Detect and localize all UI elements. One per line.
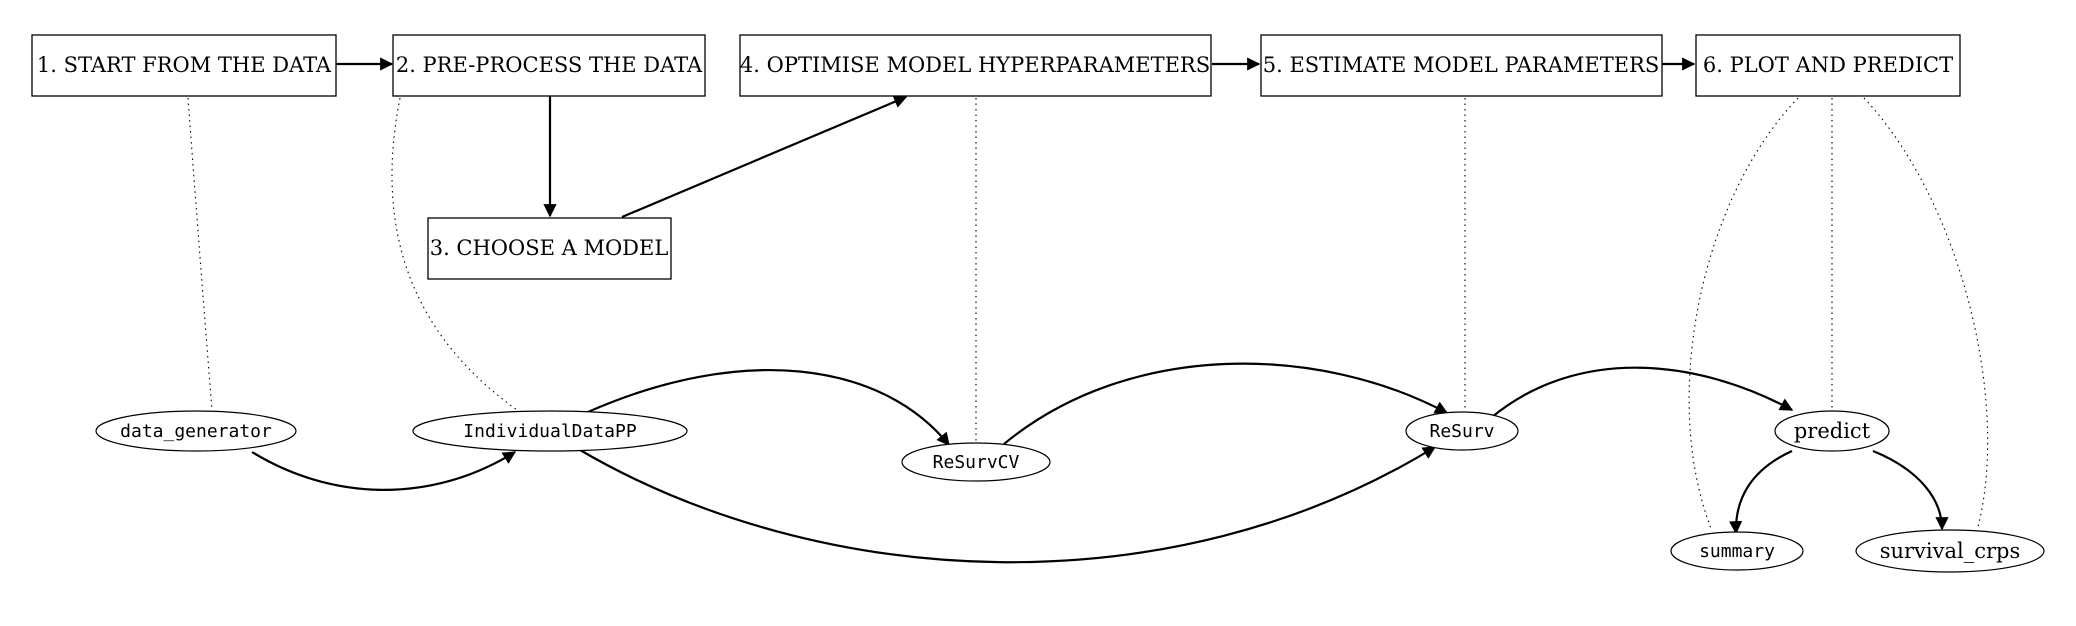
step-arrows	[336, 57, 1696, 219]
function-resurv-node	[1405, 411, 1519, 451]
function-summary: summary	[1670, 531, 1804, 571]
function-individual-data-pp-label: IndividualDataPP	[463, 421, 637, 442]
link-plot-predict-to-survival-crps	[1863, 97, 1989, 528]
arrow-resurv-cv-to-resurv	[1003, 362, 1449, 445]
link-preprocess-to-individual-data-pp	[391, 97, 521, 413]
link-plot-predict-to-summary	[1688, 97, 1799, 532]
function-summary-node	[1670, 531, 1804, 571]
arrow-individual-data-pp-to-resurv-cv	[587, 368, 950, 447]
function-resurv-cv-label: ReSurvCV	[933, 452, 1020, 473]
function-resurv: ReSurv	[1405, 411, 1519, 451]
link-start-to-data-generator	[187, 97, 213, 411]
function-resurv-label: ReSurv	[1429, 421, 1494, 442]
function-survival-crps-node	[1855, 529, 2045, 573]
function-summary-label: summary	[1699, 541, 1775, 562]
function-data-generator: data_generator	[95, 410, 297, 452]
arrow-predict-to-survival-crps	[1872, 449, 1949, 531]
dotted-links	[187, 97, 1989, 532]
step-plot-predict-box	[1695, 34, 1961, 97]
step-estimate-box	[1260, 34, 1663, 97]
function-data-generator-node	[95, 410, 297, 452]
step-preprocess-label: 2. PRE-PROCESS THE DATA	[396, 53, 703, 77]
step-estimate: 5. ESTIMATE MODEL PARAMETERS	[1260, 34, 1663, 97]
step-choose-model-label: 3. CHOOSE A MODEL	[430, 236, 669, 260]
step-optimise-box	[739, 34, 1212, 97]
step-preprocess-box	[392, 34, 706, 97]
step-start-label: 1. START FROM THE DATA	[37, 53, 332, 77]
step-estimate-label: 5. ESTIMATE MODEL PARAMETERS	[1263, 53, 1659, 77]
function-survival-crps: survival_crps	[1855, 529, 2045, 573]
step-start-box	[31, 34, 337, 97]
step-preprocess: 2. PRE-PROCESS THE DATA	[392, 34, 706, 97]
step-boxes: 1. START FROM THE DATA 2. PRE-PROCESS TH…	[31, 34, 1961, 280]
step-plot-predict: 6. PLOT AND PREDICT	[1695, 34, 1961, 97]
function-arrows	[251, 362, 1949, 564]
step-start: 1. START FROM THE DATA	[31, 34, 337, 97]
step-plot-predict-label: 6. PLOT AND PREDICT	[1703, 53, 1953, 77]
arrow-individual-data-pp-to-resurv	[579, 446, 1437, 564]
function-predict-label: predict	[1794, 419, 1871, 443]
function-resurv-cv: ReSurvCV	[901, 442, 1051, 482]
function-predict-node	[1774, 410, 1890, 452]
function-nodes: data_generator IndividualDataPP ReSurvCV…	[95, 410, 2045, 573]
function-data-generator-label: data_generator	[120, 421, 272, 442]
step-optimise: 4. OPTIMISE MODEL HYPERPARAMETERS	[739, 34, 1212, 97]
function-survival-crps-label: survival_crps	[1880, 539, 2021, 563]
arrow-predict-to-summary	[1729, 449, 1793, 535]
function-resurv-cv-node	[901, 442, 1051, 482]
arrow-data-generator-to-individual-data-pp	[251, 451, 517, 491]
step-choose-model-box	[427, 217, 672, 280]
step-optimise-label: 4. OPTIMISE MODEL HYPERPARAMETERS	[740, 53, 1210, 77]
step-choose-model: 3. CHOOSE A MODEL	[427, 217, 672, 280]
function-predict: predict	[1774, 410, 1890, 452]
arrow-choose-model-to-optimise	[621, 95, 908, 219]
arrow-resurv-to-predict	[1491, 366, 1794, 418]
function-individual-data-pp-node	[412, 410, 688, 452]
function-individual-data-pp: IndividualDataPP	[412, 410, 688, 452]
